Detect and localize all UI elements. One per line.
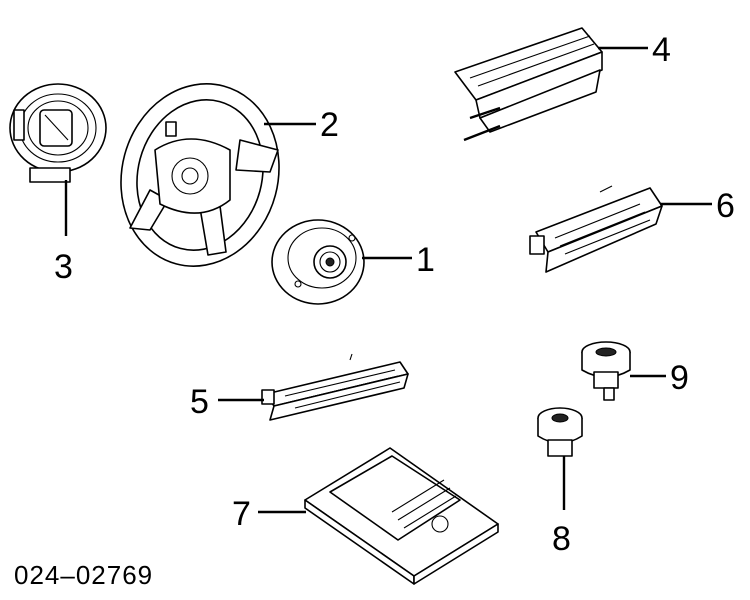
part-6-knee-airbag	[529, 185, 663, 273]
callout-6: 6	[716, 187, 735, 225]
callout-3: 3	[54, 248, 73, 286]
callout-1: 1	[416, 241, 435, 279]
part-5-side-airbag	[261, 353, 409, 421]
callout-8: 8	[552, 520, 571, 558]
callout-2: 2	[320, 106, 339, 144]
part-8-sensor	[537, 407, 583, 457]
callout-5: 5	[190, 383, 209, 421]
callout-7: 7	[232, 495, 251, 533]
callout-9: 9	[670, 359, 689, 397]
callout-4: 4	[652, 31, 671, 69]
figure-code: 024–02769	[14, 560, 153, 590]
part-4-passenger-airbag	[454, 27, 603, 142]
part-1-airbag-module	[271, 219, 365, 305]
part-9-sensor	[581, 341, 631, 401]
part-2-steering-wheel	[120, 83, 280, 267]
part-7-control-module	[304, 447, 499, 585]
part-3-clock-spring	[9, 83, 107, 183]
